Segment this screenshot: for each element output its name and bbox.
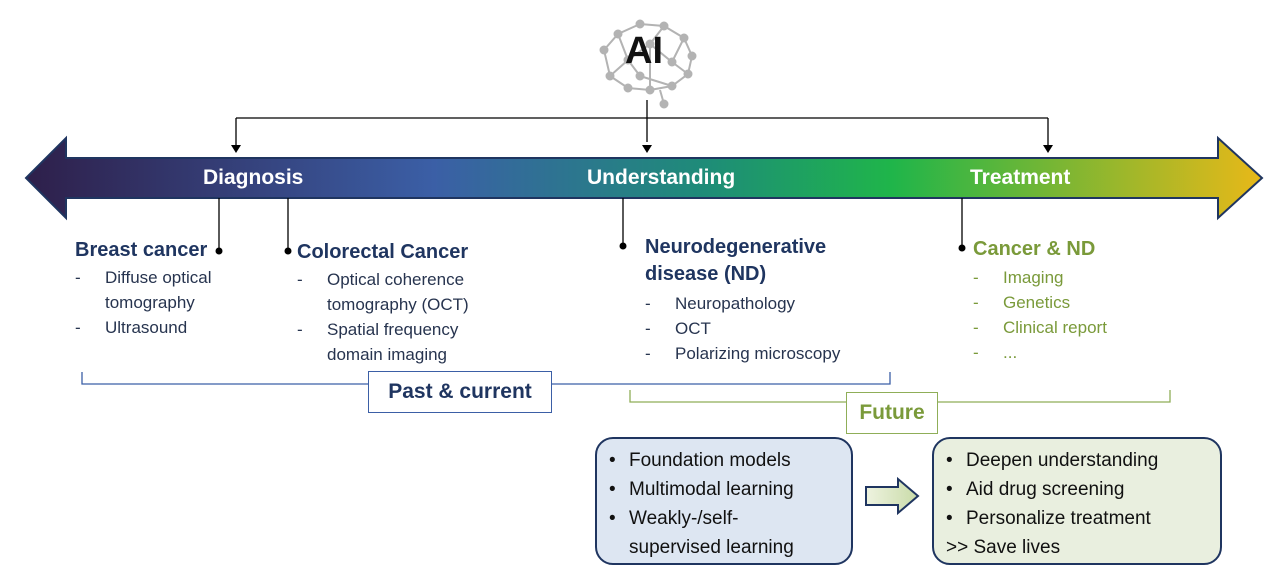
list-item: •Foundation models: [609, 450, 791, 471]
timeline-arrow: [24, 135, 1264, 221]
stage-diagnosis: Diagnosis: [203, 166, 304, 189]
treatment-title: Cancer & ND: [973, 238, 1096, 260]
branch-ticks: [218, 198, 963, 250]
ai-connectors: [235, 100, 1049, 146]
list-item: -Diffuse optical: [75, 268, 212, 287]
list-item: supervised learning: [629, 537, 794, 558]
list-item: -Imaging: [973, 268, 1064, 287]
past-current-label: Past & current: [368, 371, 552, 413]
nd-list: -Neuropathology -OCT -Polarizing microsc…: [645, 291, 840, 366]
list-item: -Neuropathology: [645, 294, 796, 313]
list-item: tomography: [105, 293, 195, 312]
list-item: -Optical coherence: [297, 270, 465, 289]
nd-title-line2: disease (ND): [645, 263, 767, 285]
branch-dots: [215, 242, 966, 255]
list-item: -OCT: [645, 319, 711, 338]
future-goals-box: •Deepen understanding •Aid drug screenin…: [932, 437, 1222, 565]
ai-brain-icon: [599, 19, 697, 109]
colorectal-list: -Optical coherence tomography (OCT) -Spa…: [297, 267, 469, 367]
list-item: -Spatial frequency: [297, 320, 459, 339]
breast-cancer-list: -Diffuse optical tomography -Ultrasound: [75, 265, 211, 340]
ai-label: AI: [625, 30, 663, 72]
list-item: -Clinical report: [973, 318, 1107, 337]
list-item: •Personalize treatment: [946, 508, 1151, 529]
list-item: -Polarizing microscopy: [645, 344, 841, 363]
list-item: -Ultrasound: [75, 318, 188, 337]
right-arrow-icon: [865, 476, 920, 516]
list-item: •Weakly-/self-: [609, 508, 739, 529]
list-item: -...: [973, 343, 1018, 362]
save-lives-line: >> Save lives: [946, 537, 1061, 558]
stage-treatment: Treatment: [970, 166, 1071, 189]
list-item: tomography (OCT): [327, 295, 469, 314]
nd-title-line1: Neurodegenerative: [645, 236, 827, 258]
future-methods-box: •Foundation models •Multimodal learning …: [595, 437, 853, 565]
colorectal-title: Colorectal Cancer: [297, 241, 469, 263]
list-item: -Genetics: [973, 293, 1071, 312]
stage-understanding: Understanding: [587, 166, 736, 189]
list-item: •Deepen understanding: [946, 450, 1159, 471]
list-item: domain imaging: [327, 345, 448, 364]
breast-cancer-title: Breast cancer: [75, 239, 208, 261]
list-item: •Multimodal learning: [609, 479, 794, 500]
list-item: •Aid drug screening: [946, 479, 1125, 500]
connector-arrowheads: [231, 145, 1053, 153]
treatment-list: -Imaging -Genetics -Clinical report -...: [973, 265, 1107, 365]
future-label: Future: [846, 392, 938, 434]
